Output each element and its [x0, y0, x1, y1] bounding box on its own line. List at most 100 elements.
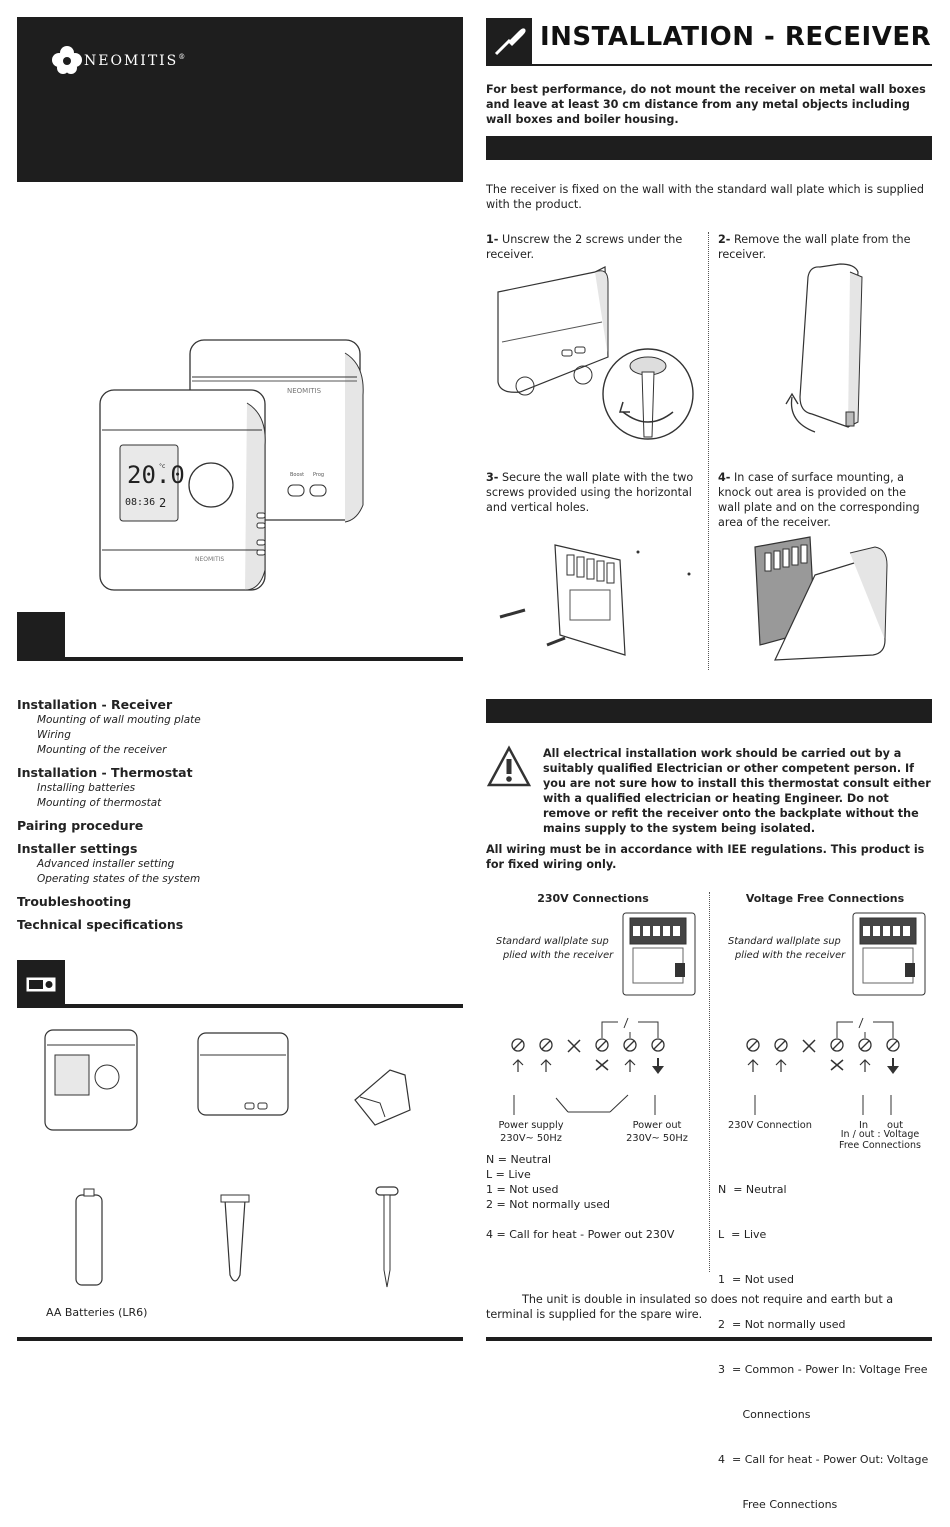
connvf-plate-caption-1: Standard wallplate sup: [728, 936, 841, 947]
step-3: 3- Secure the wall plate with the two sc…: [486, 470, 701, 515]
step-3-illustration: [499, 544, 691, 656]
legend-item: 4 = Call for heat - Power out 230V: [486, 1228, 675, 1241]
left-bottom-rule: [17, 1337, 463, 1341]
conn230-title: 230V Connections: [537, 892, 649, 905]
display-temp: 20.0: [127, 461, 185, 489]
step-1: 1- Unscrew the 2 screws under the receiv…: [486, 232, 686, 262]
step-number: 2-: [718, 233, 731, 246]
section-icon-box: [17, 612, 65, 660]
toc-heading[interactable]: Installer settings: [17, 841, 138, 856]
legend-item: L = Live: [718, 1228, 767, 1241]
receiver-btn1: Boost: [290, 472, 304, 478]
display-day: 2: [159, 496, 166, 510]
steps-divider: [708, 232, 709, 670]
conn230-label-left-2: 230V~ 50Hz: [500, 1133, 562, 1144]
receiver-btn2: Prog: [313, 472, 324, 478]
connvf-terminals: [746, 1017, 900, 1115]
toc-group: Troubleshooting: [17, 893, 463, 910]
step-4: 4- In case of surface mounting, a knock …: [718, 470, 930, 530]
step-number: 4-: [718, 471, 731, 484]
connvf-label-inout-2: Free Connections: [839, 1139, 921, 1151]
connvf-label-in: In: [859, 1120, 869, 1131]
legend-item: Connections: [718, 1408, 811, 1421]
step-2: 2- Remove the wall plate from the receiv…: [718, 232, 918, 262]
connvf-label-left: 230V Connection: [728, 1120, 812, 1131]
product-illustration: Boost Prog NEOMITIS 20.0 °c 08:36 2 NEOM…: [99, 339, 364, 591]
batteries-label: AA Batteries (LR6): [46, 1306, 148, 1319]
footer-note: The unit is double in insulated so does …: [486, 1293, 894, 1321]
conn230-label-right-2: 230V~ 50Hz: [626, 1133, 688, 1144]
screwdriver-icon: [494, 28, 526, 56]
receiver-brand: NEOMITIS: [287, 387, 322, 395]
conn230-label-left-1: Power supply: [498, 1120, 564, 1131]
legend-item: 2 = Not normally used: [718, 1318, 846, 1331]
toc-heading[interactable]: Installation - Receiver: [17, 697, 173, 712]
section-rule: [17, 657, 463, 661]
connvf-label-inout-1: In / out : Voltage: [840, 1129, 920, 1140]
legend-item: Free Connections: [718, 1498, 838, 1511]
toc-item[interactable]: Mounting of thermostat: [37, 797, 162, 809]
thermostat-brand: NEOMITIS: [195, 556, 224, 563]
display-unit: °c: [159, 463, 165, 470]
legend-item: L = Live: [486, 1168, 531, 1181]
screwdriver-icon-box: [486, 18, 532, 64]
toc-heading[interactable]: Installation - Thermostat: [17, 765, 193, 780]
toc-item[interactable]: Operating states of the system: [37, 873, 201, 885]
mounting-section-band: [486, 136, 932, 160]
toc-item[interactable]: Installing batteries: [37, 782, 136, 794]
toc-heading[interactable]: Troubleshooting: [17, 894, 132, 909]
toc-group: Pairing procedure: [17, 817, 463, 834]
legend-item: 1 = Not used: [486, 1183, 559, 1196]
toc-item[interactable]: Mounting of the receiver: [37, 744, 167, 756]
legend-spacer: [486, 1212, 701, 1227]
connvf-plate-caption-2: plied with the receiver: [735, 950, 846, 961]
hero-banner: NEOMITIS®: [17, 17, 463, 182]
brand-name: NEOMITIS: [84, 53, 179, 69]
step-4-illustration: [754, 536, 888, 661]
table-of-contents: Installation - Receiver Mounting of wall…: [17, 696, 463, 939]
legend-item: N = Neutral: [486, 1153, 552, 1166]
legend-item: 2 = Not normally used: [486, 1198, 611, 1211]
toc-heading[interactable]: Pairing procedure: [17, 818, 144, 833]
toc-item[interactable]: Advanced installer setting: [37, 858, 175, 870]
toc-heading[interactable]: Technical specifications: [17, 917, 184, 932]
step-1-illustration: [497, 266, 694, 440]
wiring-divider: [709, 892, 710, 1272]
legend-item: 3 = Common - Power In: Voltage Free: [718, 1363, 928, 1376]
box-icon: [26, 977, 56, 992]
connvf-label-out: out: [887, 1120, 904, 1131]
toc-item[interactable]: Mounting of wall mouting plate: [37, 714, 201, 726]
page-title: INSTALLATION - RECEIVER: [540, 22, 932, 52]
legend-item: N = Neutral: [718, 1183, 787, 1196]
step-number: 1-: [486, 233, 499, 246]
connvf-wallplate: [852, 912, 926, 996]
step-text: Remove the wall plate from the receiver.: [718, 233, 911, 261]
display-time: 08:36: [125, 497, 155, 508]
step-text: In case of surface mounting, a knock out…: [718, 471, 920, 529]
warning-icon: [486, 745, 532, 787]
box-contents-icon-box: [17, 960, 65, 1008]
step-2-illustration: [785, 263, 863, 433]
conn230-terminals: [511, 1017, 665, 1115]
conn230-plate-caption-1: Standard wallplate sup: [496, 936, 609, 947]
warning-text: All electrical installation work should …: [543, 747, 931, 835]
toc-group: Installer settings Advanced installer se…: [17, 840, 463, 887]
step-text: Secure the wall plate with the two screw…: [486, 471, 694, 514]
mounting-text: The receiver is fixed on the wall with t…: [486, 183, 924, 211]
conn230-plate-caption-2: plied with the receiver: [503, 950, 614, 961]
legend-item: 4 = Call for heat - Power Out: Voltage: [718, 1453, 929, 1466]
legend-item: 1 = Not used: [718, 1273, 794, 1286]
step-number: 3-: [486, 471, 499, 484]
toc-group: Installation - Receiver Mounting of wall…: [17, 696, 463, 758]
conn230-label-right-1: Power out: [632, 1120, 682, 1131]
conn230-legend: N = Neutral L = Live 1 = Not used 2 = No…: [486, 1152, 701, 1242]
neomitis-logo: [52, 46, 82, 74]
step-text: Unscrew the 2 screws under the receiver.: [486, 233, 683, 261]
box-contents-illustration: [44, 1029, 411, 1288]
connvf-title: Voltage Free Connections: [745, 892, 905, 905]
title-rule: [486, 64, 932, 66]
conn230-wallplate: [622, 912, 696, 996]
wiring-section-band: [486, 699, 932, 723]
toc-item[interactable]: Wiring: [37, 729, 71, 741]
intro-note: For best performance, do not mount the r…: [486, 83, 926, 126]
